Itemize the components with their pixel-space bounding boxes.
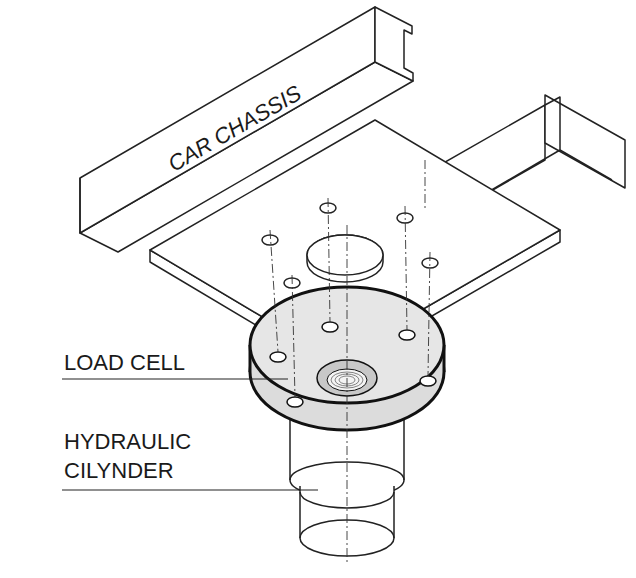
leader-line bbox=[62, 489, 318, 490]
beam-end bbox=[545, 95, 625, 188]
channel-edge bbox=[545, 97, 612, 180]
center-line bbox=[292, 275, 295, 397]
center-line bbox=[425, 160, 426, 210]
bolt-hole bbox=[399, 330, 415, 340]
bolt-hole bbox=[287, 397, 303, 407]
axis-line bbox=[347, 225, 348, 565]
leader-line bbox=[62, 378, 288, 379]
beam-end bbox=[375, 7, 413, 81]
plate-hole bbox=[307, 235, 383, 275]
beam-edge bbox=[79, 178, 81, 233]
callout-label: LOAD CELL bbox=[64, 348, 284, 377]
bolt-hole bbox=[420, 376, 436, 386]
center-line bbox=[270, 230, 278, 352]
center-line bbox=[428, 252, 430, 376]
center-line bbox=[328, 198, 330, 322]
center-line bbox=[405, 206, 407, 330]
bolt-hole bbox=[270, 352, 286, 362]
plate-hole bbox=[307, 235, 383, 282]
callout-label: HYDRAULIC CILYNDER bbox=[64, 427, 214, 485]
bolt-hole bbox=[322, 322, 338, 332]
chassis-beam bbox=[80, 7, 375, 233]
